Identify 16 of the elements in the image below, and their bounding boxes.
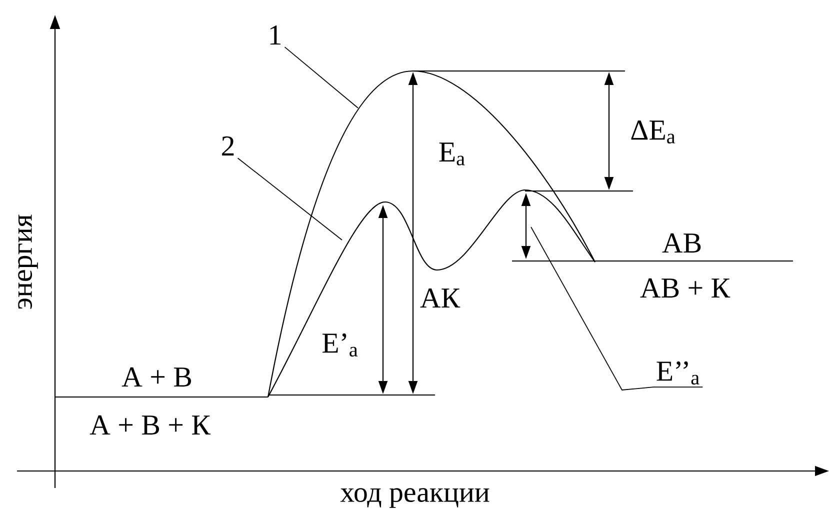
curve-label: E’’$_{a}$ bbox=[656, 361, 700, 385]
leader-line bbox=[284, 46, 358, 108]
axis-label: ход реакции bbox=[340, 488, 490, 508]
state-label: AB bbox=[662, 233, 701, 253]
curve-label: 1 bbox=[270, 25, 280, 45]
axis-label: энергия bbox=[18, 214, 38, 309]
curve-label: 2 bbox=[222, 136, 234, 156]
leader-line bbox=[237, 158, 342, 240]
state-label: A + B + К bbox=[90, 415, 211, 435]
state-label: AК bbox=[420, 288, 460, 308]
energy-label: E’$_{a}$ bbox=[322, 333, 358, 357]
energy-label: ΔE$_{a}$ bbox=[631, 120, 676, 144]
state-label: AB + К bbox=[640, 278, 730, 298]
energy-label: E$_{a}$ bbox=[439, 142, 465, 166]
state-label: A + B bbox=[122, 367, 192, 387]
leader-line bbox=[530, 226, 704, 390]
